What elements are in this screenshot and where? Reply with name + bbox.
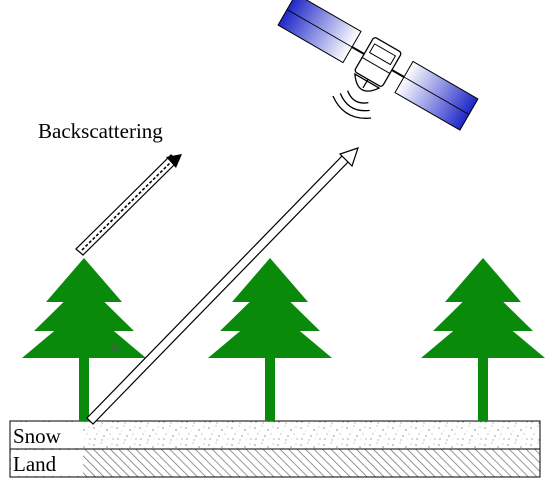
land-label: Land	[13, 452, 57, 476]
pine-tree-icon	[208, 258, 332, 421]
pine-tree-icon	[22, 258, 146, 421]
solar-panel-right	[394, 60, 479, 131]
pine-tree-icon	[421, 258, 545, 421]
signal-waves-icon	[332, 90, 372, 119]
snow-label-background	[11, 422, 83, 448]
solar-panel-left	[277, 0, 362, 64]
land-layer	[9, 448, 541, 478]
satellite-icon	[277, 0, 479, 131]
ground-layers: Snow Land	[9, 420, 541, 478]
land-label-background	[11, 450, 83, 476]
backscatter-arrow-icon	[75, 154, 182, 256]
backscattering-label: Backscattering	[38, 119, 163, 143]
marker-square	[111, 344, 119, 352]
snow-label: Snow	[13, 424, 62, 448]
snow-layer	[9, 420, 541, 450]
incident-beam-arrow-icon	[86, 147, 359, 425]
satellite-dish	[354, 72, 381, 92]
